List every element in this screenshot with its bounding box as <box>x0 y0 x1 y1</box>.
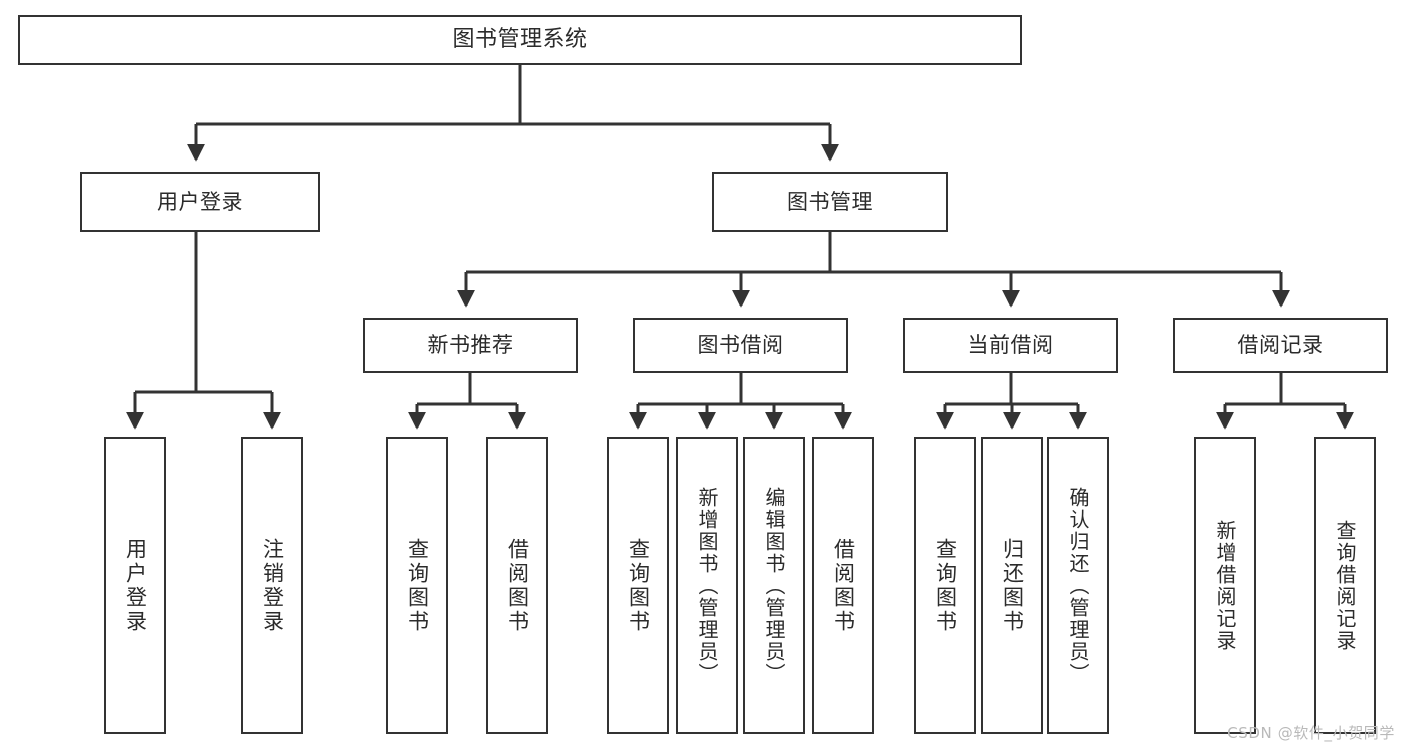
leaf-user-logout[interactable]: 注销登录 <box>241 437 303 734</box>
node-new-book-recommend[interactable]: 新书推荐 <box>363 318 578 373</box>
leaf-confirm-return[interactable]: 确认归还（管理员） <box>1047 437 1109 734</box>
leaf-borrow-book-1-label: 借阅图书 <box>505 537 530 634</box>
leaf-query-book-1[interactable]: 查询图书 <box>386 437 448 734</box>
node-root[interactable]: 图书管理系统 <box>18 15 1022 65</box>
leaf-add-book-label: 新增图书（管理员） <box>695 486 719 685</box>
node-new-book-recommend-label: 新书推荐 <box>427 333 514 358</box>
csdn-watermark: CSDN @软件_小贺同学 <box>1227 724 1395 742</box>
leaf-add-record[interactable]: 新增借阅记录 <box>1194 437 1256 734</box>
node-borrow-record-label: 借阅记录 <box>1237 333 1324 358</box>
node-root-label: 图书管理系统 <box>452 27 588 53</box>
leaf-user-login[interactable]: 用户登录 <box>104 437 166 734</box>
leaf-borrow-book-1[interactable]: 借阅图书 <box>486 437 548 734</box>
node-current-borrow-label: 当前借阅 <box>967 333 1054 358</box>
leaf-edit-book-label: 编辑图书（管理员） <box>762 486 786 685</box>
node-book-management-label: 图书管理 <box>787 189 873 214</box>
leaf-user-login-label: 用户登录 <box>123 537 148 634</box>
node-book-borrow-label: 图书借阅 <box>697 333 784 358</box>
leaf-edit-book[interactable]: 编辑图书（管理员） <box>743 437 805 734</box>
node-user-login-label: 用户登录 <box>157 189 243 214</box>
node-book-management[interactable]: 图书管理 <box>712 172 948 232</box>
leaf-query-book-3-label: 查询图书 <box>933 537 958 634</box>
node-current-borrow[interactable]: 当前借阅 <box>903 318 1118 373</box>
leaf-return-book[interactable]: 归还图书 <box>981 437 1043 734</box>
leaf-query-book-1-label: 查询图书 <box>405 537 430 634</box>
leaf-query-record[interactable]: 查询借阅记录 <box>1314 437 1376 734</box>
leaf-borrow-book-2[interactable]: 借阅图书 <box>812 437 874 734</box>
node-book-borrow[interactable]: 图书借阅 <box>633 318 848 373</box>
leaf-borrow-book-2-label: 借阅图书 <box>831 537 856 634</box>
leaf-add-record-label: 新增借阅记录 <box>1213 519 1237 652</box>
leaf-query-book-3[interactable]: 查询图书 <box>914 437 976 734</box>
leaf-user-logout-label: 注销登录 <box>260 537 285 634</box>
leaf-query-record-label: 查询借阅记录 <box>1333 519 1357 652</box>
leaf-query-book-2-label: 查询图书 <box>626 537 651 634</box>
leaf-add-book[interactable]: 新增图书（管理员） <box>676 437 738 734</box>
leaf-confirm-return-label: 确认归还（管理员） <box>1066 486 1090 685</box>
leaf-return-book-label: 归还图书 <box>1000 537 1025 634</box>
leaf-query-book-2[interactable]: 查询图书 <box>607 437 669 734</box>
node-user-login[interactable]: 用户登录 <box>80 172 320 232</box>
node-borrow-record[interactable]: 借阅记录 <box>1173 318 1388 373</box>
